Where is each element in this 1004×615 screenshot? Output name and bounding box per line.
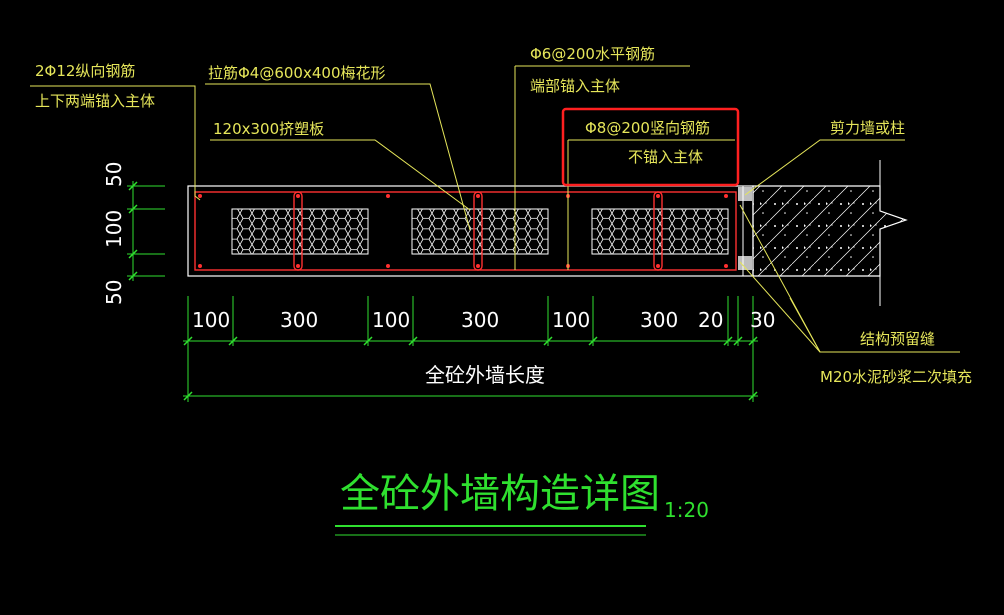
dim-h-7: 20 bbox=[698, 308, 723, 332]
label-horiz-rebar-1: Φ6@200水平钢筋 bbox=[530, 45, 655, 63]
label-long-rebar-1: 2Φ12纵向钢筋 bbox=[35, 62, 135, 80]
dim-h-6: 300 bbox=[640, 308, 678, 332]
annotations: 2Φ12纵向钢筋 上下两端锚入主体 拉筋Φ4@600x400梅花形 120x30… bbox=[35, 45, 972, 386]
dimension-texts: 100 300 100 300 100 300 20 30 50 100 50 … bbox=[102, 162, 775, 387]
label-tie-bar: 拉筋Φ4@600x400梅花形 bbox=[208, 64, 386, 82]
dim-h-5: 100 bbox=[552, 308, 590, 332]
tie-bars bbox=[293, 191, 663, 271]
label-foam-board: 120x300挤塑板 bbox=[213, 120, 324, 138]
foam-board-3 bbox=[591, 208, 729, 255]
label-vert-rebar-2: 不锚入主体 bbox=[628, 148, 703, 166]
dimension-lines bbox=[127, 181, 758, 402]
drawing-scale: 1:20 bbox=[664, 498, 709, 522]
leader-lines bbox=[30, 65, 960, 353]
highlight-box bbox=[561, 107, 740, 187]
foam-board-2 bbox=[411, 208, 549, 255]
shear-wall bbox=[738, 160, 908, 306]
label-long-rebar-2: 上下两端锚入主体 bbox=[35, 92, 155, 110]
label-joint-1: 结构预留缝 bbox=[860, 330, 935, 348]
dim-v-2: 100 bbox=[102, 210, 126, 248]
dim-h-4: 300 bbox=[461, 308, 499, 332]
dim-h-8: 30 bbox=[750, 308, 775, 332]
dim-h-3: 100 bbox=[372, 308, 410, 332]
wall-section bbox=[187, 185, 754, 277]
dim-h-1: 100 bbox=[192, 308, 230, 332]
rebar-cage bbox=[194, 191, 737, 271]
dim-v-3: 50 bbox=[102, 280, 126, 305]
mortar-joint-top bbox=[738, 187, 752, 201]
label-joint-2: M20水泥砂浆二次填充 bbox=[820, 368, 972, 386]
mortar-joint-bottom bbox=[738, 256, 752, 270]
dim-h-2: 300 bbox=[280, 308, 318, 332]
foam-board-1 bbox=[231, 208, 369, 255]
label-shear-wall: 剪力墙或柱 bbox=[830, 119, 905, 137]
title-block: 全砼外墙构造详图 1:20 bbox=[335, 471, 709, 536]
total-length-label: 全砼外墙长度 bbox=[425, 363, 545, 387]
dim-v-1: 50 bbox=[102, 162, 126, 187]
drawing-title: 全砼外墙构造详图 bbox=[340, 471, 660, 517]
label-vert-rebar-1: Φ8@200竖向钢筋 bbox=[585, 119, 710, 137]
label-horiz-rebar-2: 端部锚入主体 bbox=[530, 77, 620, 95]
